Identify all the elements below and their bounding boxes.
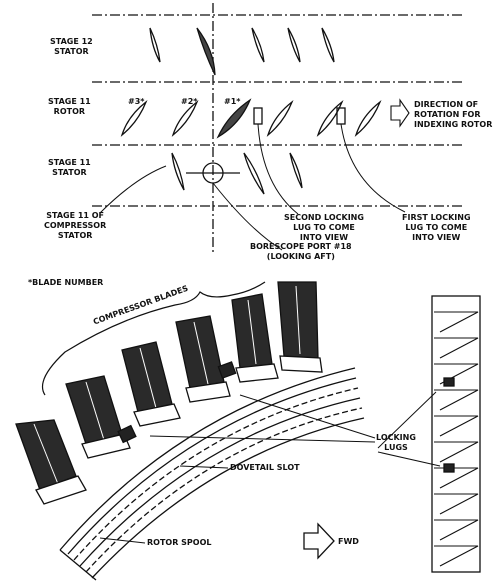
stage11-rotor-blades (120, 98, 382, 139)
stage11-stator-vanes (171, 152, 303, 195)
stage12-stator-vanes (149, 27, 335, 76)
label-direction-of-rotation: DIRECTION OF ROTATION FOR INDEXING ROTOR (414, 100, 493, 129)
locking-lug-blocks (117, 361, 237, 444)
label-blade-3: #3* (128, 97, 145, 106)
compressor-blades (15, 281, 319, 491)
label-blade-1: #1* (224, 97, 241, 106)
label-second-locking-lug: SECOND LOCKING LUG TO COME INTO VIEW (284, 213, 364, 242)
blade-platforms (35, 355, 323, 505)
leader-lines-bottom (99, 391, 441, 544)
fwd-arrow (303, 522, 335, 560)
compressor-blades-brace (41, 281, 266, 396)
label-stage11-compressor-stator: STAGE 11 OF COMPRESSOR STATOR (44, 211, 107, 240)
rotor-spool-rings (59, 367, 365, 581)
label-stage11-rotor: STAGE 11 ROTOR (48, 97, 91, 116)
stage-boundary-lines (92, 14, 462, 207)
label-stage12-stator: STAGE 12 STATOR (50, 37, 93, 56)
label-borescope-port: BORESCOPE PORT #18 (LOOKING AFT) (250, 242, 352, 261)
label-fwd: FWD (338, 537, 359, 546)
label-dovetail-slot: DOVETAIL SLOT (230, 463, 300, 472)
leader-lines-top (99, 123, 406, 251)
label-rotor-spool: ROTOR SPOOL (147, 538, 212, 547)
label-locking-lugs: LOCKING LUGS (376, 433, 416, 452)
blade-detail-panel (431, 295, 481, 573)
label-first-locking-lug: FIRST LOCKING LUG TO COME INTO VIEW (402, 213, 471, 242)
label-stage11-stator: STAGE 11 STATOR (48, 158, 91, 177)
blade-highlights (33, 285, 301, 485)
rotation-direction-arrow (390, 98, 410, 128)
label-blade-number-note: *BLADE NUMBER (28, 278, 104, 287)
label-blade-2: #2* (181, 97, 198, 106)
